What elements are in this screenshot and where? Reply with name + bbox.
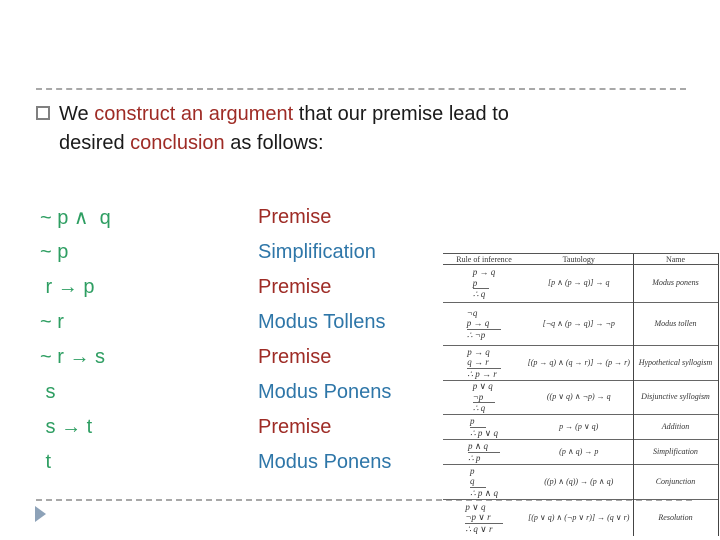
- argument-row: s → t Premise: [40, 410, 391, 445]
- argument-row: ~ r → s Premise: [40, 340, 391, 375]
- rule-of-inference-cell: p ∨ q¬p∴ q: [443, 380, 525, 415]
- table-row: p∴ p ∨ q p → (p ∨ q) Addition: [443, 414, 719, 440]
- argument-row: s Modus Ponens: [40, 375, 392, 410]
- rule-of-inference-cell: p ∧ q∴ p: [443, 439, 525, 465]
- name-cell: Conjunction: [632, 464, 719, 500]
- title-segment-accent: construct an argument: [94, 103, 294, 125]
- argument-list: ~ p ∧ q Premise ~ p Simplification r → p…: [40, 200, 391, 480]
- argument-justification: Modus Tollens: [258, 311, 386, 333]
- name-cell: Simplification: [632, 439, 719, 465]
- argument-justification: Modus Ponens: [258, 381, 392, 403]
- argument-statement: ~ r → s: [40, 346, 106, 368]
- tautology-cell: p → (p ∨ q): [525, 414, 633, 440]
- name-cell: Resolution: [632, 499, 719, 536]
- name-cell: Addition: [632, 414, 719, 440]
- table-row: p ∨ q¬p ∨ r∴ q ∨ r [(p ∨ q) ∧ (¬p ∨ r)] …: [443, 499, 719, 536]
- name-cell: Disjunctive syllogism: [632, 380, 719, 415]
- title-segment: desired: [59, 132, 131, 154]
- rule-of-inference-cell: p ∨ q¬p ∨ r∴ q ∨ r: [443, 499, 525, 536]
- tautology-cell: [(p → q) ∧ (q → r)] → (p → r): [525, 345, 633, 381]
- bottom-divider-dashed-line: [36, 499, 692, 501]
- tautology-cell: [¬q ∧ (p → q)] → ¬p: [525, 302, 633, 346]
- square-bullet-icon: [36, 106, 50, 120]
- top-divider-dashed-line: [36, 88, 686, 90]
- slide-title: We construct an argument that our premis…: [59, 100, 679, 158]
- argument-justification: Premise: [258, 416, 332, 438]
- argument-row: ~ r Modus Tollens: [40, 305, 391, 340]
- table-row: p ∨ q¬p∴ q ((p ∨ q) ∧ ¬p) → q Disjunctiv…: [443, 380, 719, 415]
- title-block: We construct an argument that our premis…: [36, 100, 679, 158]
- argument-justification: Premise: [258, 346, 332, 368]
- title-segment: We: [59, 103, 95, 125]
- argument-row: t Modus Ponens: [40, 445, 392, 480]
- tautology-cell: ((p) ∧ (q)) → (p ∧ q): [525, 464, 633, 500]
- tautology-cell: [p ∧ (p → q)] → q: [525, 264, 633, 303]
- argument-statement: ~ r: [40, 311, 64, 333]
- header-name: Name: [632, 253, 719, 265]
- argument-justification: Simplification: [258, 241, 376, 263]
- argument-statement: ~ p ∧ q: [40, 207, 111, 229]
- argument-statement: t: [40, 451, 52, 473]
- next-slide-arrow-icon[interactable]: [35, 506, 46, 522]
- argument-statement: s: [40, 381, 56, 403]
- tautology-cell: ((p ∨ q) ∧ ¬p) → q: [525, 380, 633, 415]
- title-segment-accent: conclusion: [130, 132, 225, 154]
- argument-statement: ~ p: [40, 241, 69, 263]
- name-cell: Modus ponens: [632, 264, 719, 303]
- header-rule-of-inference: Rule of inference: [443, 253, 525, 265]
- header-tautology: Tautology: [525, 253, 633, 265]
- argument-row: ~ p Simplification: [40, 235, 391, 270]
- argument-justification: Modus Ponens: [258, 451, 392, 473]
- argument-justification: Premise: [258, 276, 332, 298]
- name-cell: Hypothetical syllogism: [632, 345, 719, 381]
- argument-statement: s → t: [40, 416, 93, 438]
- argument-justification: Premise: [258, 206, 332, 228]
- table-header-row: Rule of inference Tautology Name: [443, 253, 719, 265]
- argument-row: ~ p ∧ q Premise: [40, 200, 391, 235]
- argument-statement: r → p: [40, 276, 95, 298]
- rule-of-inference-cell: p∴ p ∨ q: [443, 414, 525, 440]
- tautology-cell: (p ∧ q) → p: [525, 439, 633, 465]
- table-row: p ∧ q∴ p (p ∧ q) → p Simplification: [443, 439, 719, 465]
- title-segment: that our premise lead to: [293, 103, 509, 125]
- tautology-cell: [(p ∨ q) ∧ (¬p ∨ r)] → (q ∨ r): [525, 499, 633, 536]
- title-segment: as follows:: [224, 132, 324, 154]
- argument-row: r → p Premise: [40, 270, 391, 305]
- name-cell: Modus tollen: [632, 302, 719, 346]
